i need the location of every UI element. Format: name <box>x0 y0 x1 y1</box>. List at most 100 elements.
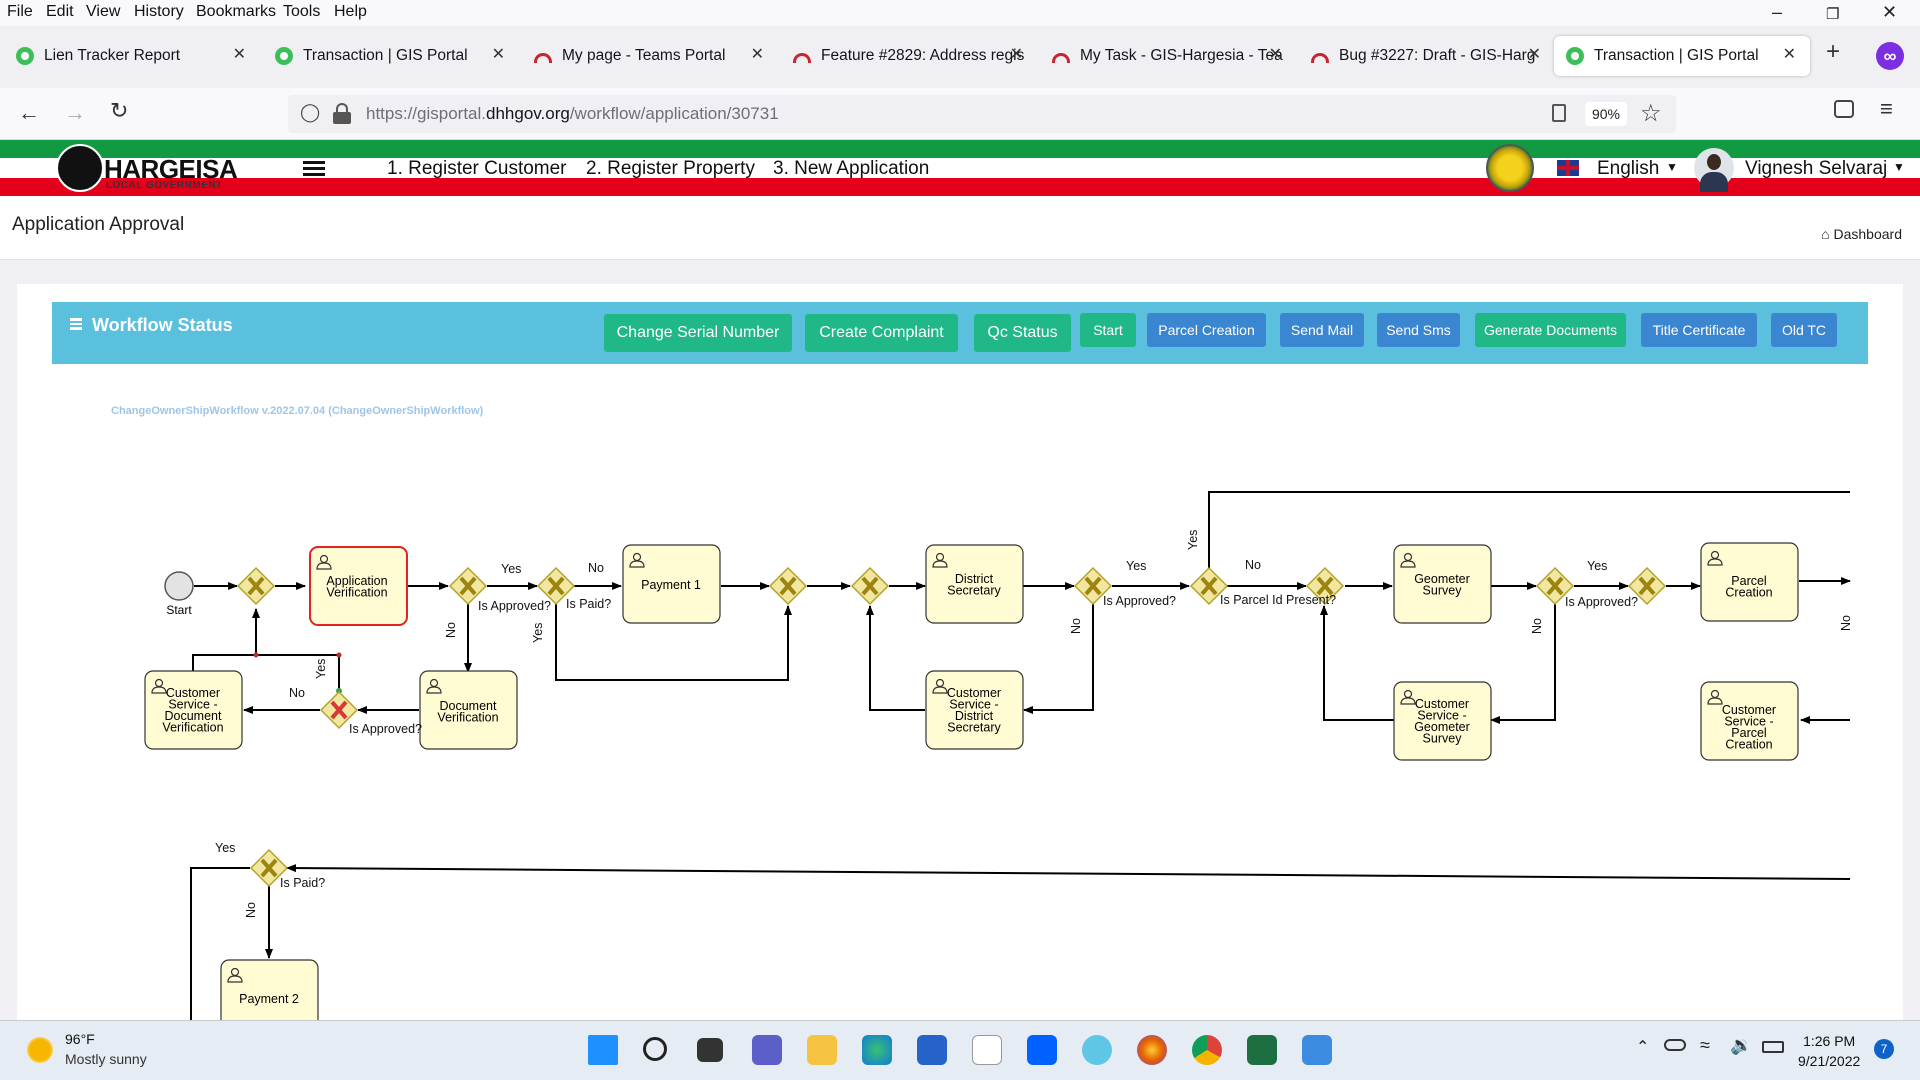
start-event[interactable] <box>164 571 194 601</box>
nav-register-customer[interactable]: 1. Register Customer <box>387 158 567 179</box>
hamburger-menu-icon[interactable] <box>303 161 325 164</box>
hargeisa-logo-icon[interactable] <box>56 144 104 192</box>
volume-icon[interactable]: 🔉 <box>1730 1035 1753 1055</box>
tab-bug-3227[interactable]: Bug #3227: Draft - GIS-Harg ✕ <box>1299 36 1555 76</box>
gateway-merge-2[interactable] <box>768 566 808 606</box>
lock-icon[interactable] <box>336 103 348 113</box>
dropbox-icon[interactable] <box>1027 1035 1057 1065</box>
app-menu-icon[interactable]: ≡ <box>1880 96 1893 121</box>
gateway-merge-1[interactable] <box>236 566 276 606</box>
tab-teams-portal[interactable]: My page - Teams Portal ✕ <box>522 36 778 76</box>
menu-tools[interactable]: Tools <box>283 3 321 20</box>
restore-icon[interactable]: ❐ <box>1826 6 1840 23</box>
weather-icon[interactable] <box>27 1037 53 1063</box>
forward-icon[interactable]: → <box>64 100 86 125</box>
weather-description[interactable]: Mostly sunny <box>65 1051 147 1067</box>
tab-close-icon[interactable]: ✕ <box>1009 46 1023 63</box>
language-selector[interactable]: English <box>1597 158 1660 179</box>
task-payment-2[interactable]: Payment 2 <box>220 959 319 1039</box>
send-mail-button[interactable]: Send Mail <box>1280 313 1364 347</box>
create-complaint-button[interactable]: Create Complaint <box>805 314 958 352</box>
gateway-merge-3[interactable] <box>850 566 890 606</box>
menu-bookmarks[interactable]: Bookmarks <box>196 3 277 20</box>
notification-badge[interactable]: 7 <box>1874 1039 1894 1059</box>
menu-file[interactable]: File <box>7 3 33 20</box>
search-icon[interactable] <box>643 1037 667 1061</box>
tab-feature-2829[interactable]: Feature #2829: Address regis ✕ <box>781 36 1037 76</box>
messaging-icon[interactable] <box>1082 1035 1112 1065</box>
tab-close-icon[interactable]: ✕ <box>232 46 246 63</box>
send-sms-button[interactable]: Send Sms <box>1377 313 1460 347</box>
tab-transaction-active[interactable]: Transaction | GIS Portal ✕ <box>1554 36 1810 76</box>
chrome-icon[interactable] <box>1192 1035 1222 1065</box>
parcel-creation-button[interactable]: Parcel Creation <box>1147 313 1266 347</box>
tab-lien-tracker[interactable]: Lien Tracker Report ✕ <box>4 36 260 76</box>
tab-close-icon[interactable]: ✕ <box>1527 46 1541 63</box>
dashboard-link[interactable]: Dashboard <box>1833 226 1903 242</box>
start-button[interactable]: Start <box>1080 313 1136 347</box>
microsoft-store-icon[interactable] <box>917 1035 947 1065</box>
edge-icon[interactable] <box>862 1035 892 1065</box>
site-logo[interactable]: HARGEISA <box>104 154 238 184</box>
chevron-up-icon[interactable]: ⌃ <box>1636 1039 1650 1056</box>
breadcrumb[interactable]: ⌂ Dashboard <box>1821 226 1902 242</box>
menu-help[interactable]: Help <box>334 3 367 20</box>
menu-edit[interactable]: Edit <box>46 3 74 20</box>
zoom-level[interactable]: 90% <box>1585 102 1627 126</box>
windows-start-icon[interactable] <box>588 1035 618 1065</box>
new-tab-icon[interactable]: + <box>1826 38 1841 65</box>
nav-new-application[interactable]: 3. New Application <box>773 158 930 179</box>
avatar[interactable] <box>1694 148 1734 192</box>
tab-close-icon[interactable]: ✕ <box>1268 46 1282 63</box>
menu-view[interactable]: View <box>86 3 121 20</box>
window-close-icon[interactable]: ✕ <box>1882 2 1898 22</box>
title-certificate-button[interactable]: Title Certificate <box>1641 313 1757 347</box>
user-name[interactable]: Vignesh Selvaraj <box>1745 158 1888 179</box>
bookmark-star-icon[interactable]: ☆ <box>1640 100 1662 127</box>
tab-transaction-1[interactable]: Transaction | GIS Portal ✕ <box>263 36 519 76</box>
back-icon[interactable]: ← <box>18 100 40 125</box>
old-tc-button[interactable]: Old TC <box>1771 313 1837 347</box>
wifi-icon[interactable]: ≈ <box>1700 1035 1710 1055</box>
minimize-icon[interactable]: – <box>1772 2 1783 22</box>
caret-down-icon[interactable]: ▼ <box>1893 160 1905 174</box>
file-explorer-icon[interactable] <box>807 1035 837 1065</box>
tab-close-icon[interactable]: ✕ <box>491 46 505 63</box>
task-view-icon[interactable] <box>697 1038 723 1062</box>
tab-close-icon[interactable]: ✕ <box>1782 46 1796 63</box>
amazon-icon[interactable] <box>972 1035 1002 1065</box>
onedrive-icon[interactable] <box>1664 1039 1686 1051</box>
pocket-icon[interactable] <box>1834 100 1854 118</box>
generate-documents-button[interactable]: Generate Documents <box>1475 313 1626 347</box>
qc-status-button[interactable]: Qc Status <box>974 314 1071 352</box>
menu-history[interactable]: History <box>134 3 184 20</box>
excel-icon[interactable] <box>1247 1035 1277 1065</box>
change-serial-number-button[interactable]: Change Serial Number <box>604 314 792 352</box>
weather-temperature[interactable]: 96°F <box>65 1031 95 1047</box>
extension-icon[interactable]: ∞ <box>1876 42 1904 70</box>
address-bar[interactable]: ◯ https://gisportal.dhhgov.org/workflow/… <box>288 95 1676 133</box>
reader-view-icon[interactable] <box>1552 104 1566 122</box>
firefox-icon[interactable] <box>1137 1035 1167 1065</box>
caret-down-icon[interactable]: ▼ <box>1666 160 1678 174</box>
task-payment-1[interactable]: Payment 1 <box>622 544 721 624</box>
shield-icon[interactable]: ◯ <box>300 102 321 122</box>
reload-icon[interactable]: ↻ <box>110 98 129 123</box>
tab-my-task[interactable]: My Task - GIS-Hargesia - Tea ✕ <box>1040 36 1296 76</box>
teams-chat-icon[interactable] <box>752 1035 782 1065</box>
notepad-icon[interactable] <box>1302 1035 1332 1065</box>
url-text[interactable]: https://gisportal.dhhgov.org/workflow/ap… <box>366 104 779 124</box>
tab-close-icon[interactable]: ✕ <box>750 46 764 63</box>
nav-register-property[interactable]: 2. Register Property <box>586 158 755 179</box>
battery-icon[interactable] <box>1762 1041 1784 1053</box>
